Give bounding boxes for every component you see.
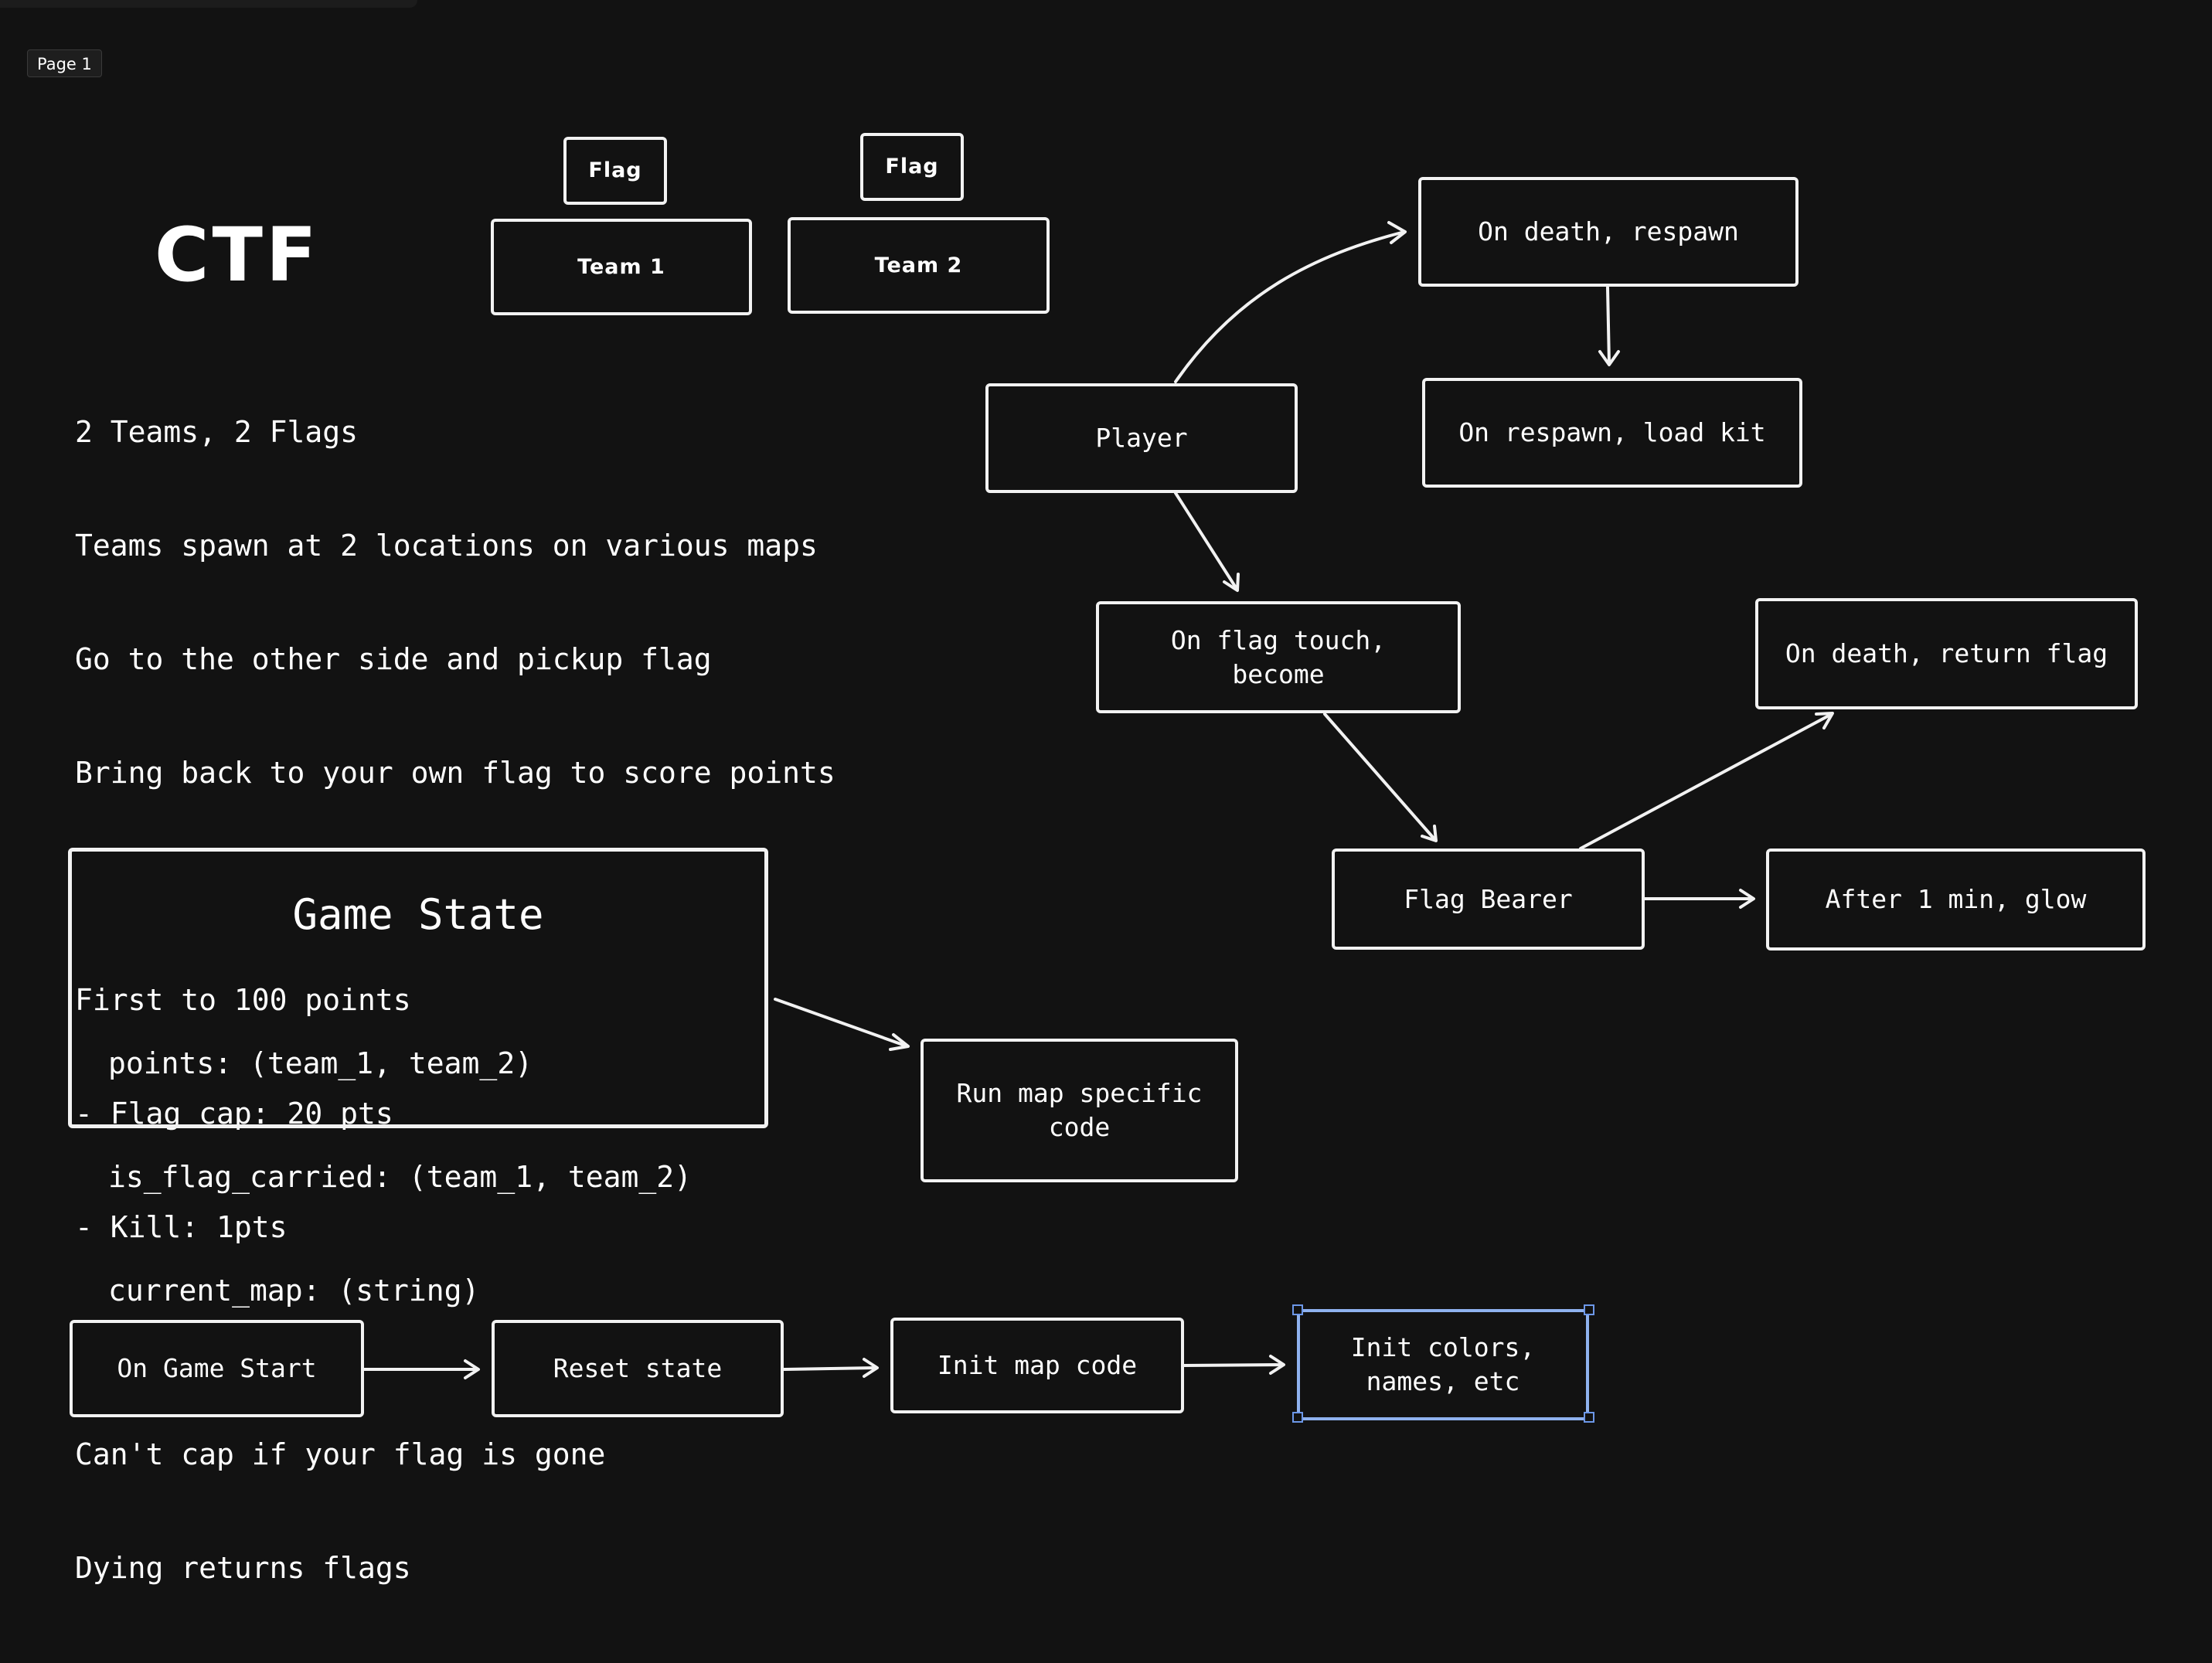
arrowhead xyxy=(889,1033,910,1051)
arrowhead xyxy=(1387,221,1407,244)
selection-handle-tl[interactable] xyxy=(1292,1304,1303,1315)
game-state-field: is_flag_carried: (team_1, team_2) xyxy=(108,1160,692,1194)
run-map-specific-code-node[interactable]: Run map specific code xyxy=(921,1039,1238,1182)
note-line: Can't cap if your flag is gone xyxy=(75,1437,606,1471)
arrowhead xyxy=(1815,712,1834,729)
player-node[interactable]: Player xyxy=(985,383,1298,493)
arrowhead xyxy=(1739,889,1755,909)
arrow-player-to-flagtouch xyxy=(1174,491,1238,590)
reset-state-node[interactable]: Reset state xyxy=(492,1320,784,1417)
on-game-start-node[interactable]: On Game Start xyxy=(70,1320,364,1417)
team-1-box[interactable]: Team 1 xyxy=(491,219,752,315)
diagram-title[interactable]: CTF xyxy=(155,212,320,298)
after-1-min-glow-node[interactable]: After 1 min, glow xyxy=(1766,849,2146,951)
game-state-box[interactable]: Game State points: (team_1, team_2) is_f… xyxy=(68,848,768,1308)
note-line: Dying returns flags xyxy=(75,1551,411,1585)
flag-2-box[interactable]: Flag xyxy=(860,133,964,201)
flag-bearer-node[interactable]: Flag Bearer xyxy=(1332,849,1645,950)
flag-1-box[interactable]: Flag xyxy=(563,137,667,205)
on-flag-touch-node[interactable]: On flag touch, become xyxy=(1096,601,1461,713)
game-state-field: current_map: (string) xyxy=(108,1274,480,1308)
game-state-title: Game State xyxy=(292,890,544,939)
arrow-player-to-respawn xyxy=(1174,230,1406,383)
game-state-field: points: (team_1, team_2) xyxy=(108,1046,533,1080)
arrowhead xyxy=(1598,350,1620,366)
init-map-code-node[interactable]: Init map code xyxy=(890,1318,1184,1413)
arrowhead xyxy=(1421,825,1438,842)
arrowhead xyxy=(1269,1355,1285,1375)
selection-handle-bl[interactable] xyxy=(1292,1412,1303,1423)
init-colors-names-node[interactable]: Init colors, names, etc xyxy=(1297,1309,1589,1420)
on-death-return-flag-node[interactable]: On death, return flag xyxy=(1755,598,2138,709)
whiteboard-canvas[interactable]: Page 1 CTF 2 Teams, 2 Flags Teams spawn … xyxy=(0,0,2212,1585)
note-line: 2 Teams, 2 Flags xyxy=(75,415,359,449)
arrowhead xyxy=(863,1358,879,1378)
note-line: - Kill: 1pts xyxy=(75,1210,288,1244)
arrowhead xyxy=(1223,573,1240,592)
page-label[interactable]: Page 1 xyxy=(27,49,102,77)
on-respawn-load-kit-node[interactable]: On respawn, load kit xyxy=(1422,378,1802,488)
note-line: Bring back to your own flag to score poi… xyxy=(75,756,835,790)
note-line: First to 100 points xyxy=(75,983,411,1017)
game-state-fields: points: (team_1, team_2) is_flag_carried… xyxy=(108,969,692,1386)
team-2-box[interactable]: Team 2 xyxy=(788,217,1050,314)
on-death-respawn-node[interactable]: On death, respawn xyxy=(1418,177,1799,287)
note-line: Go to the other side and pickup flag xyxy=(75,642,712,676)
toolbar-edge xyxy=(0,0,417,8)
note-line: Teams spawn at 2 locations on various ma… xyxy=(75,529,818,563)
selection-handle-br[interactable] xyxy=(1584,1412,1594,1423)
arrow-flagtouch-to-bearer xyxy=(1323,712,1437,842)
arrow-respawn-to-loadkit xyxy=(1606,286,1611,365)
arrow-bearer-to-returnflag xyxy=(1579,712,1833,850)
selection-handle-tr[interactable] xyxy=(1584,1304,1594,1315)
